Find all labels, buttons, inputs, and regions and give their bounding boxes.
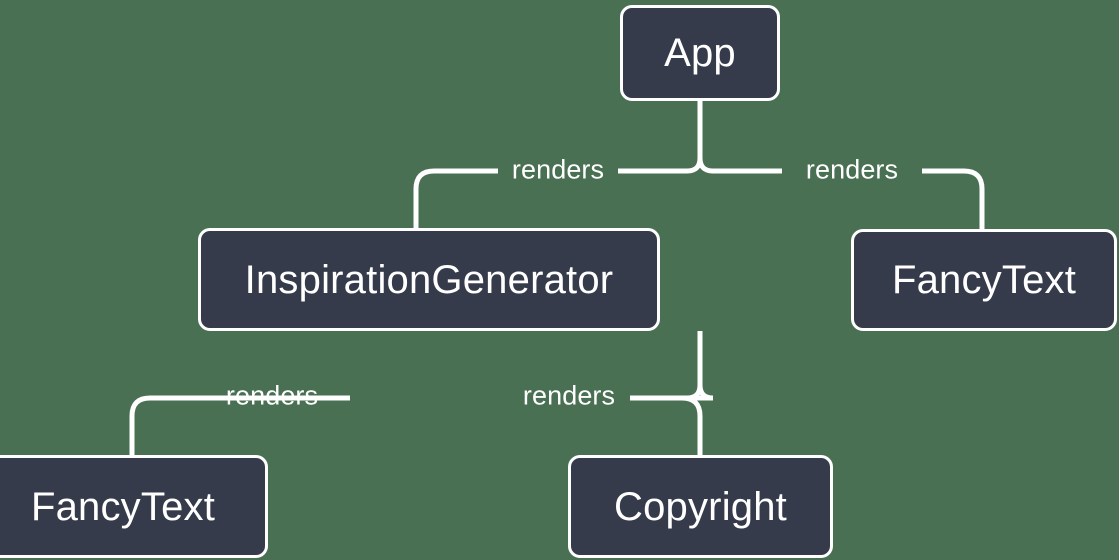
node-fancytext-right-label: FancyText [891,258,1077,302]
edge-inspiration-to-copyright-rail-outer [648,395,703,455]
node-app[interactable]: App [620,5,780,101]
node-inspiration-generator-label: InspirationGenerator [244,257,614,302]
edge-label-inspiration-to-fancytext: renders [225,380,319,411]
edge-app-to-fancytext-rail-outer [922,168,985,229]
node-fancytext-right[interactable]: FancyText [851,229,1117,331]
edge-inspiration-to-fancytext-rail-outer [129,395,350,455]
node-copyright[interactable]: Copyright [568,455,833,558]
node-inspiration-generator[interactable]: InspirationGenerator [198,228,660,331]
node-fancytext-bottom-label: FancyText [30,484,216,529]
node-copyright-label: Copyright [614,484,787,529]
edge-app-stem-right [697,157,714,174]
edge-app-to-inspiration-rail-outer [413,168,498,228]
edge-label-inspiration-to-copyright: renders [522,380,616,411]
node-fancytext-bottom[interactable]: FancyText [0,455,268,558]
edge-label-app-to-fancytext: renders [805,154,899,185]
node-app-label: App [664,31,736,75]
edge-label-app-to-inspiration: renders [511,154,605,185]
